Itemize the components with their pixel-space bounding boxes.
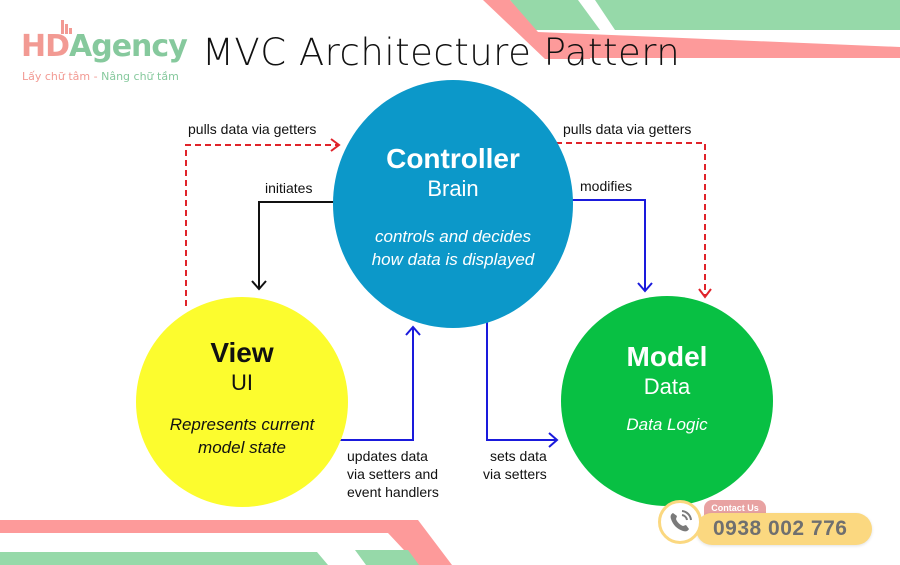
arrowhead-sets bbox=[548, 432, 559, 448]
label-updates-line3: event handlers bbox=[347, 484, 439, 500]
label-updates: updates data via setters and event handl… bbox=[347, 447, 439, 501]
label-sets-line1: sets data bbox=[489, 448, 547, 464]
stripe-top-pink bbox=[483, 0, 900, 59]
arrowhead-modifies bbox=[637, 282, 653, 293]
brand-logo: HDAgency bbox=[21, 29, 188, 64]
label-updates-line1: updates data bbox=[347, 448, 428, 464]
view-desc-line2: model state bbox=[198, 438, 286, 457]
view-desc-line1: Represents current bbox=[169, 415, 315, 434]
arrowhead-view-getters bbox=[330, 138, 341, 152]
view-subtitle: UI bbox=[231, 370, 253, 395]
label-model-getters: pulls data via getters bbox=[563, 121, 692, 137]
arrowhead-initiates bbox=[251, 280, 267, 291]
phone-icon[interactable] bbox=[658, 500, 702, 544]
arrowhead-model-getters bbox=[698, 288, 712, 299]
controller-node: Controller Brain controls and decides ho… bbox=[333, 80, 573, 328]
view-description: Represents current model state bbox=[170, 413, 315, 459]
model-subtitle: Data bbox=[643, 374, 691, 399]
tagline-part2: Nâng chữ tầm bbox=[101, 70, 179, 83]
label-sets-line2: via setters bbox=[483, 466, 547, 482]
arrowhead-updates bbox=[405, 325, 421, 336]
edge-sets bbox=[486, 320, 556, 441]
stripe-bottom-green bbox=[0, 552, 328, 565]
logo-hd-text: HD bbox=[21, 29, 70, 64]
edge-modifies bbox=[571, 199, 646, 290]
logo-agency-text: Agency bbox=[69, 29, 188, 64]
model-title: Model bbox=[626, 341, 708, 372]
contact-phone-number[interactable]: 0938 002 776 bbox=[713, 517, 848, 540]
model-description: Data Logic bbox=[626, 415, 708, 434]
brand-tagline: Lấy chữ tâm - Nâng chữ tầm bbox=[22, 70, 179, 83]
label-initiates: initiates bbox=[265, 180, 313, 196]
stripe-bottom-pink bbox=[0, 520, 452, 565]
stripe-bottom-green-right bbox=[355, 550, 419, 565]
tagline-part1: Lấy chữ tâm - bbox=[22, 70, 102, 83]
edge-view-pulls-getters bbox=[185, 144, 338, 306]
edge-model-pulls-getters bbox=[556, 142, 706, 296]
stripe-top-green-inner bbox=[510, 0, 600, 30]
contact-pill bbox=[696, 513, 872, 545]
view-title: View bbox=[210, 337, 274, 368]
page-title: MVC Architecture Pattern bbox=[202, 31, 681, 74]
controller-desc-line2: how data is displayed bbox=[371, 250, 535, 269]
edge-initiates bbox=[258, 201, 335, 288]
view-node: View UI Represents current model state bbox=[136, 297, 348, 507]
contact-badge[interactable]: Contact Us 0938 002 776 bbox=[656, 498, 876, 548]
stripe-top-green bbox=[510, 0, 900, 30]
label-updates-line2: via setters and bbox=[347, 466, 439, 482]
edge-updates bbox=[340, 328, 414, 441]
label-sets: sets data via setters bbox=[483, 447, 547, 483]
logo-mark-icon bbox=[61, 20, 73, 34]
label-modifies: modifies bbox=[580, 178, 633, 194]
model-node: Model Data Data Logic bbox=[561, 296, 773, 506]
controller-description: controls and decides how data is display… bbox=[372, 225, 535, 271]
controller-title: Controller bbox=[386, 143, 520, 174]
controller-desc-line1: controls and decides bbox=[375, 227, 531, 246]
label-view-getters: pulls data via getters bbox=[188, 121, 317, 137]
controller-subtitle: Brain bbox=[427, 176, 479, 201]
